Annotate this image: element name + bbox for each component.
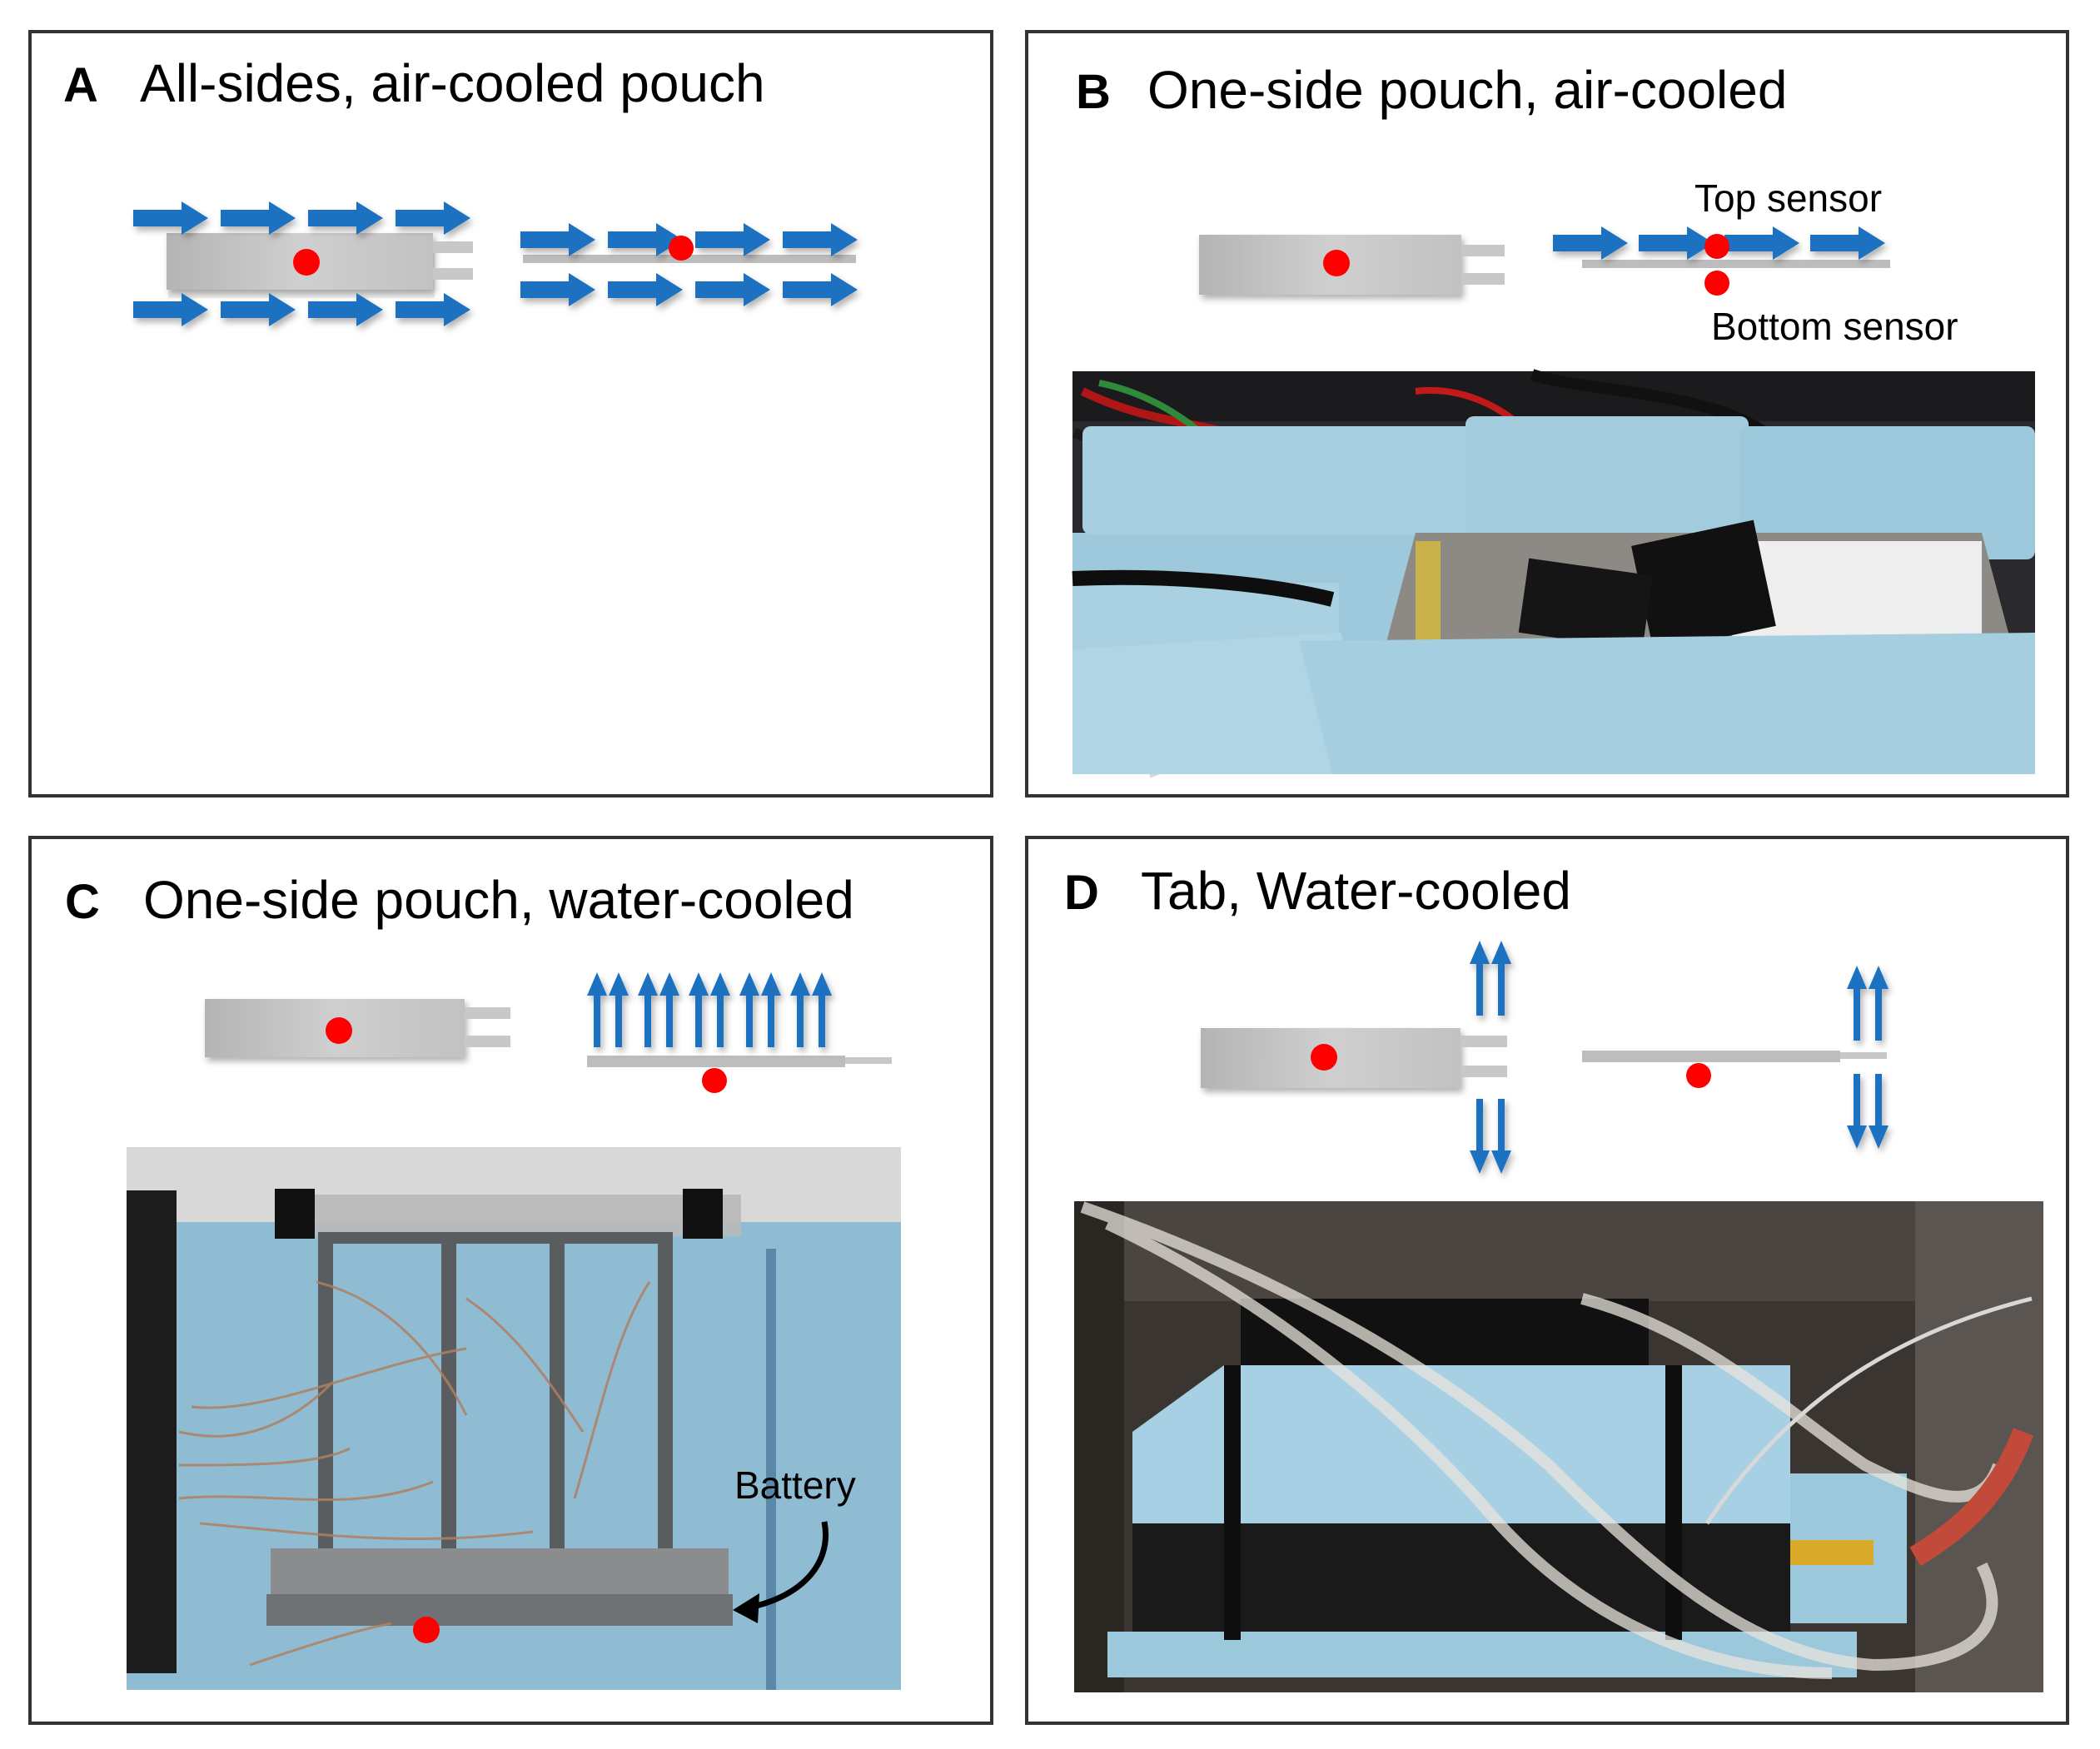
panel-a-side-view <box>520 223 858 306</box>
sensor-red-dot-icon <box>413 1617 440 1643</box>
battery-cell-photo <box>266 1594 733 1626</box>
bottom-sensor-red-dot-icon <box>1704 271 1729 296</box>
cell-tab <box>1461 273 1505 285</box>
heater-cable <box>1909 1428 2034 1567</box>
battery-label: Battery <box>734 1463 856 1507</box>
coolant-tubes <box>1080 1201 2004 1679</box>
clip <box>683 1189 723 1239</box>
panel-c-top-view <box>205 999 510 1057</box>
insulation-foam <box>1082 426 1474 534</box>
cell-tab <box>1461 1036 1507 1047</box>
panel-b-title: One-side pouch, air-cooled <box>1147 60 1787 120</box>
panel-b-side-view: Top sensor Bottom sensor <box>1553 176 1958 348</box>
pouch-cell-side <box>523 255 856 263</box>
black-tape <box>1241 1299 1649 1374</box>
panel-a-title: All-sides, air-cooled pouch <box>140 53 765 113</box>
cooling-plate-base <box>271 1548 729 1598</box>
cell-label-sticker <box>1732 541 1982 649</box>
thermocouple-wires <box>178 1280 651 1667</box>
panel-c-title: One-side pouch, water-cooled <box>143 870 854 930</box>
panel-a: A All-sides, air-cooled pouch <box>28 30 993 797</box>
panel-b: B One-side pouch, air-cooled Top sensor … <box>1025 30 2069 797</box>
panel-d-top-view <box>1201 941 1511 1174</box>
panel-a-top-view <box>133 201 473 326</box>
insulation-foam <box>1299 633 2035 774</box>
insulation-foam <box>1132 1365 1790 1523</box>
cell-tab <box>465 1036 510 1047</box>
panel-b-photo <box>1072 369 2035 778</box>
panel-d-letter: D <box>1064 866 1099 920</box>
pouch-cell-side <box>587 1056 845 1067</box>
bottom-sensor-label: Bottom sensor <box>1711 305 1958 348</box>
cell-tab <box>1461 1066 1507 1077</box>
panel-d-side-view <box>1582 966 1889 1149</box>
panel-b-letter: B <box>1076 65 1111 119</box>
arrow-head-icon <box>733 1593 759 1623</box>
insulation-foam <box>1740 426 2035 559</box>
panel-b-top-view <box>1199 235 1505 295</box>
sensor-red-dot-icon <box>669 236 694 261</box>
panel-c-side-view <box>587 972 892 1093</box>
panel-d: D Tab, Water-cooled <box>1025 836 2069 1725</box>
panel-a-frame <box>28 30 993 797</box>
panel-c: C One-side pouch, water-cooled <box>28 836 993 1725</box>
black-tape <box>1631 519 1776 653</box>
pouch-cell-side <box>1582 1051 1840 1062</box>
insulation-foam <box>1466 416 1749 541</box>
cell-tab <box>465 1007 510 1019</box>
cell-tab <box>1461 245 1505 256</box>
clip <box>275 1189 315 1239</box>
sensor-red-dot-icon <box>702 1068 727 1093</box>
mounting-bracket <box>127 1190 177 1673</box>
sensor-red-dot-icon <box>1323 250 1350 276</box>
pouch-cell-side <box>1582 260 1890 268</box>
sensor-red-dot-icon <box>293 249 320 276</box>
top-sensor-red-dot-icon <box>1704 234 1729 259</box>
cell-tab <box>433 268 473 280</box>
top-sensor-label: Top sensor <box>1694 176 1882 220</box>
panel-a-letter: A <box>63 58 98 112</box>
panel-d-title: Tab, Water-cooled <box>1141 861 1571 921</box>
sensor-red-dot-icon <box>1686 1063 1711 1088</box>
battery-pointer-arrow <box>744 1521 829 1612</box>
sensor-red-dot-icon <box>326 1017 352 1044</box>
sensor-red-dot-icon <box>1311 1044 1337 1071</box>
panel-c-photo: Battery <box>127 1147 901 1690</box>
cell-tab <box>433 241 473 253</box>
panel-d-photo <box>1074 1201 2043 1692</box>
black-tape <box>1518 558 1653 650</box>
panel-c-letter: C <box>65 875 100 929</box>
